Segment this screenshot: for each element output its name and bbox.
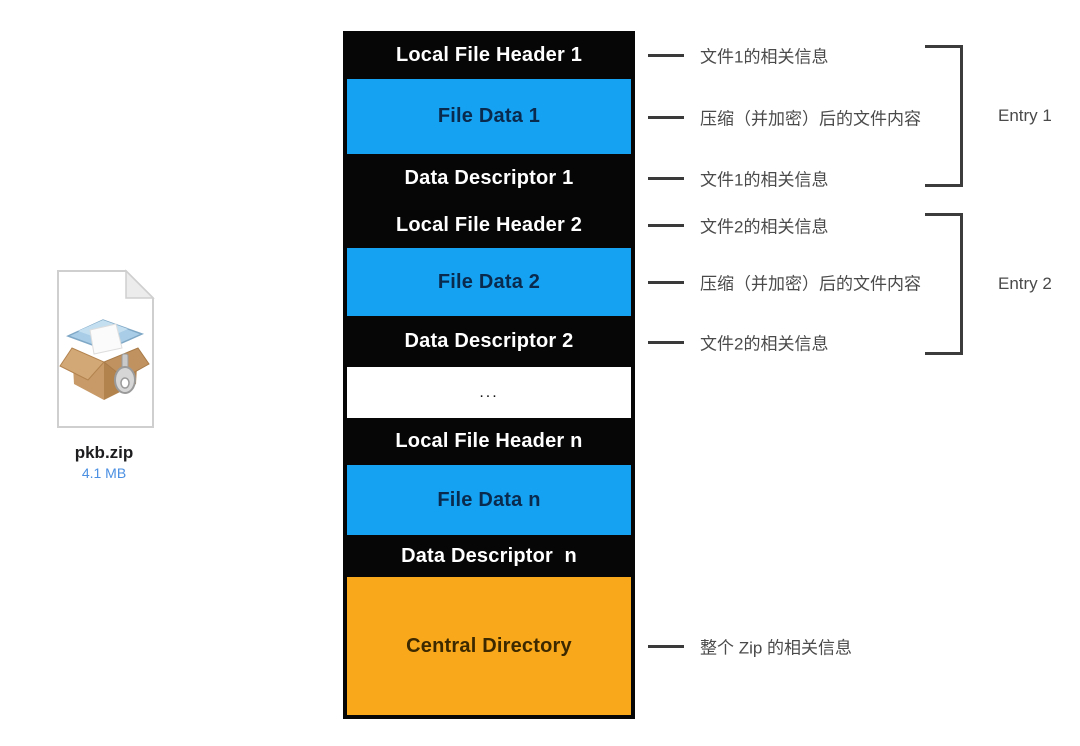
zip-layout-stack: Local File Header 1 File Data 1 Data Des… xyxy=(343,31,635,719)
file-size: 4.1 MB xyxy=(81,465,127,481)
annotation-local-file-header-2: 文件2的相关信息 xyxy=(700,217,829,237)
zip-file: pkb.zip 4.1 MB xyxy=(48,268,160,481)
block-local-file-header-1: Local File Header 1 xyxy=(347,31,631,79)
callout-line xyxy=(648,645,684,648)
block-file-data-n: File Data n xyxy=(347,465,631,535)
annotation-data-descriptor-2: 文件2的相关信息 xyxy=(700,334,829,354)
block-local-file-header-n: Local File Header n xyxy=(347,418,631,465)
block-data-descriptor-1: Data Descriptor 1 xyxy=(347,154,631,202)
box-flap-left xyxy=(59,347,105,381)
block-central-directory: Central Directory xyxy=(347,577,631,715)
paper-inside xyxy=(89,323,123,355)
file-name: pkb.zip xyxy=(74,443,134,462)
zipper-hole xyxy=(120,377,130,389)
callout-line xyxy=(648,224,684,227)
block-file-data-2: File Data 2 xyxy=(347,248,631,316)
annotation-central-directory: 整个 Zip 的相关信息 xyxy=(700,638,853,658)
zip-archive-box-icon xyxy=(57,269,155,428)
entry-2-label: Entry 2 xyxy=(998,274,1052,293)
block-local-file-header-2: Local File Header 2 xyxy=(347,202,631,248)
page-fold xyxy=(125,269,155,299)
annotation-data-descriptor-1: 文件1的相关信息 xyxy=(700,170,829,190)
callout-line xyxy=(648,177,684,180)
block-file-data-1: File Data 1 xyxy=(347,79,631,154)
annotation-file-data-1: 压缩（并加密）后的文件内容 xyxy=(700,109,921,129)
zip-file-icon xyxy=(48,269,160,434)
entry-2-bracket xyxy=(925,213,963,355)
block-ellipsis: ... xyxy=(347,367,631,418)
callout-line xyxy=(648,54,684,57)
entry-1-label: Entry 1 xyxy=(998,106,1052,125)
entry-1-bracket xyxy=(925,45,963,187)
callout-line xyxy=(648,116,684,119)
block-data-descriptor-2: Data Descriptor 2 xyxy=(347,316,631,367)
callout-line xyxy=(648,281,684,284)
annotation-file-data-2: 压缩（并加密）后的文件内容 xyxy=(700,274,921,294)
callout-line xyxy=(648,341,684,344)
block-data-descriptor-n: Data Descriptor n xyxy=(347,535,631,577)
zipper-tab xyxy=(121,353,129,369)
annotation-local-file-header-1: 文件1的相关信息 xyxy=(700,47,829,67)
